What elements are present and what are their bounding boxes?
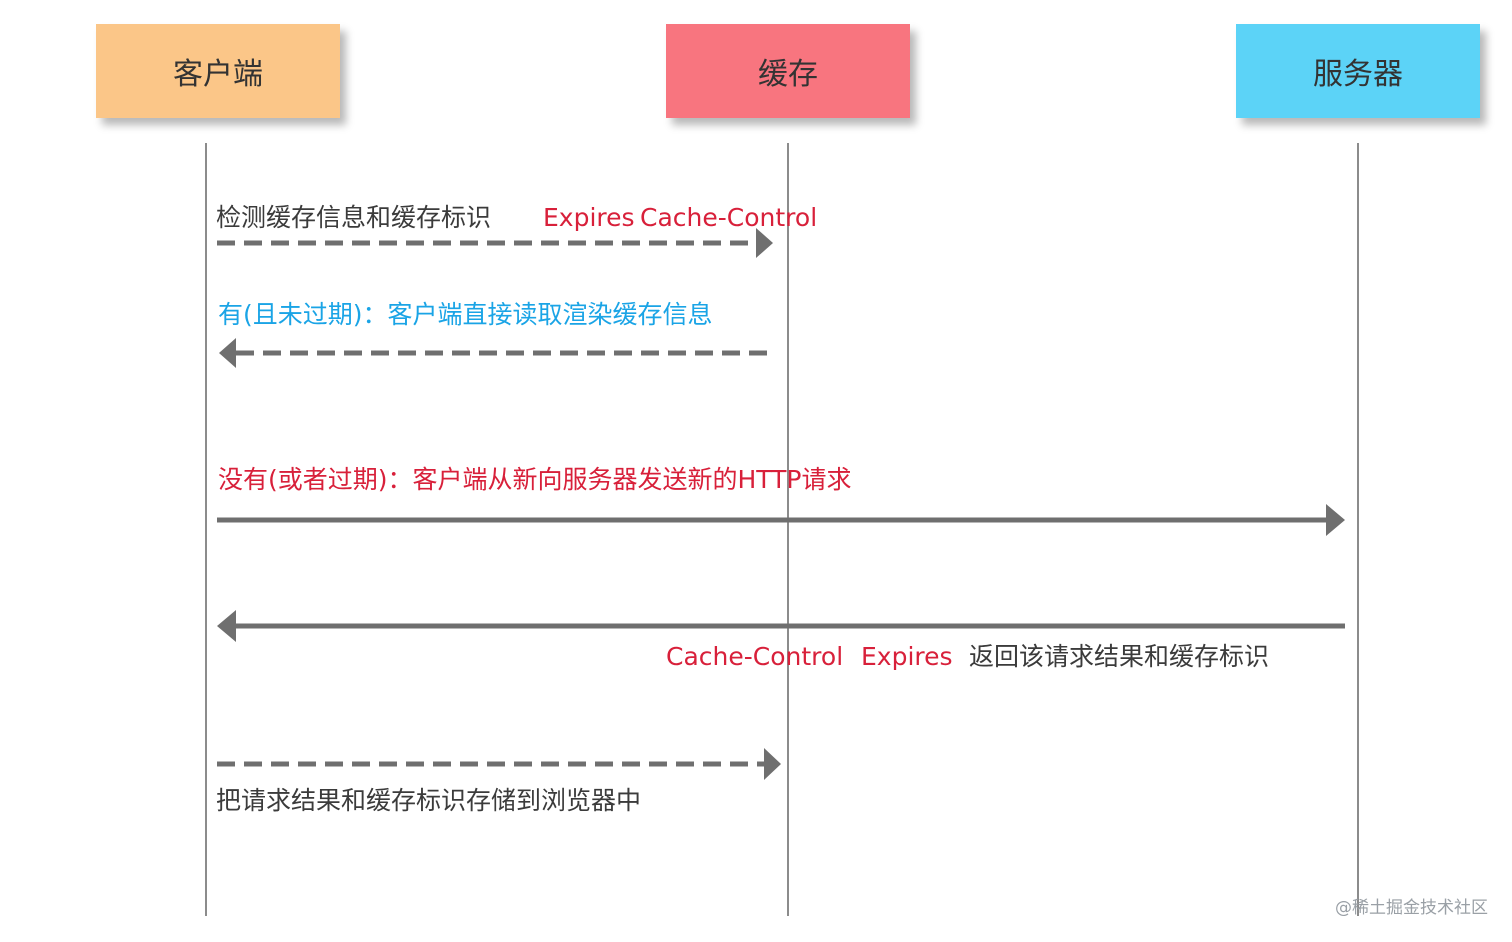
actor-client-label: 客户端 — [173, 57, 263, 92]
msg-check-cache-expires: Expires — [543, 203, 635, 232]
msg-read-cache: 有(且未过期)：客户端直接读取渲染缓存信息 — [218, 300, 713, 329]
msg-response: 返回该请求结果和缓存标识 — [969, 642, 1270, 671]
msg-response-cache-control: Cache-Control — [666, 642, 844, 671]
actor-server-box: 服务器 — [1236, 24, 1480, 118]
actor-cache-label: 缓存 — [758, 57, 818, 92]
watermark: @稀土掘金技术社区 — [1335, 898, 1488, 918]
arrow-store-head — [764, 748, 781, 780]
msg-request-server: 没有(或者过期)：客户端从新向服务器发送新的HTTP请求 — [218, 465, 852, 494]
msg-check-cache-cache-control: Cache-Control — [640, 203, 818, 232]
arrow-request-server-head — [1326, 504, 1345, 536]
actor-client-box: 客户端 — [96, 24, 340, 118]
arrow-response-head — [217, 610, 236, 642]
msg-response-expires: Expires — [861, 642, 953, 671]
msg-store: 把请求结果和缓存标识存储到浏览器中 — [216, 786, 642, 815]
msg-check-cache: 检测缓存信息和缓存标识 — [216, 203, 492, 232]
arrow-read-cache-head — [219, 338, 236, 368]
arrow-check-cache-head — [756, 228, 773, 258]
actor-cache-box: 缓存 — [666, 24, 910, 118]
actor-server-label: 服务器 — [1313, 57, 1403, 92]
